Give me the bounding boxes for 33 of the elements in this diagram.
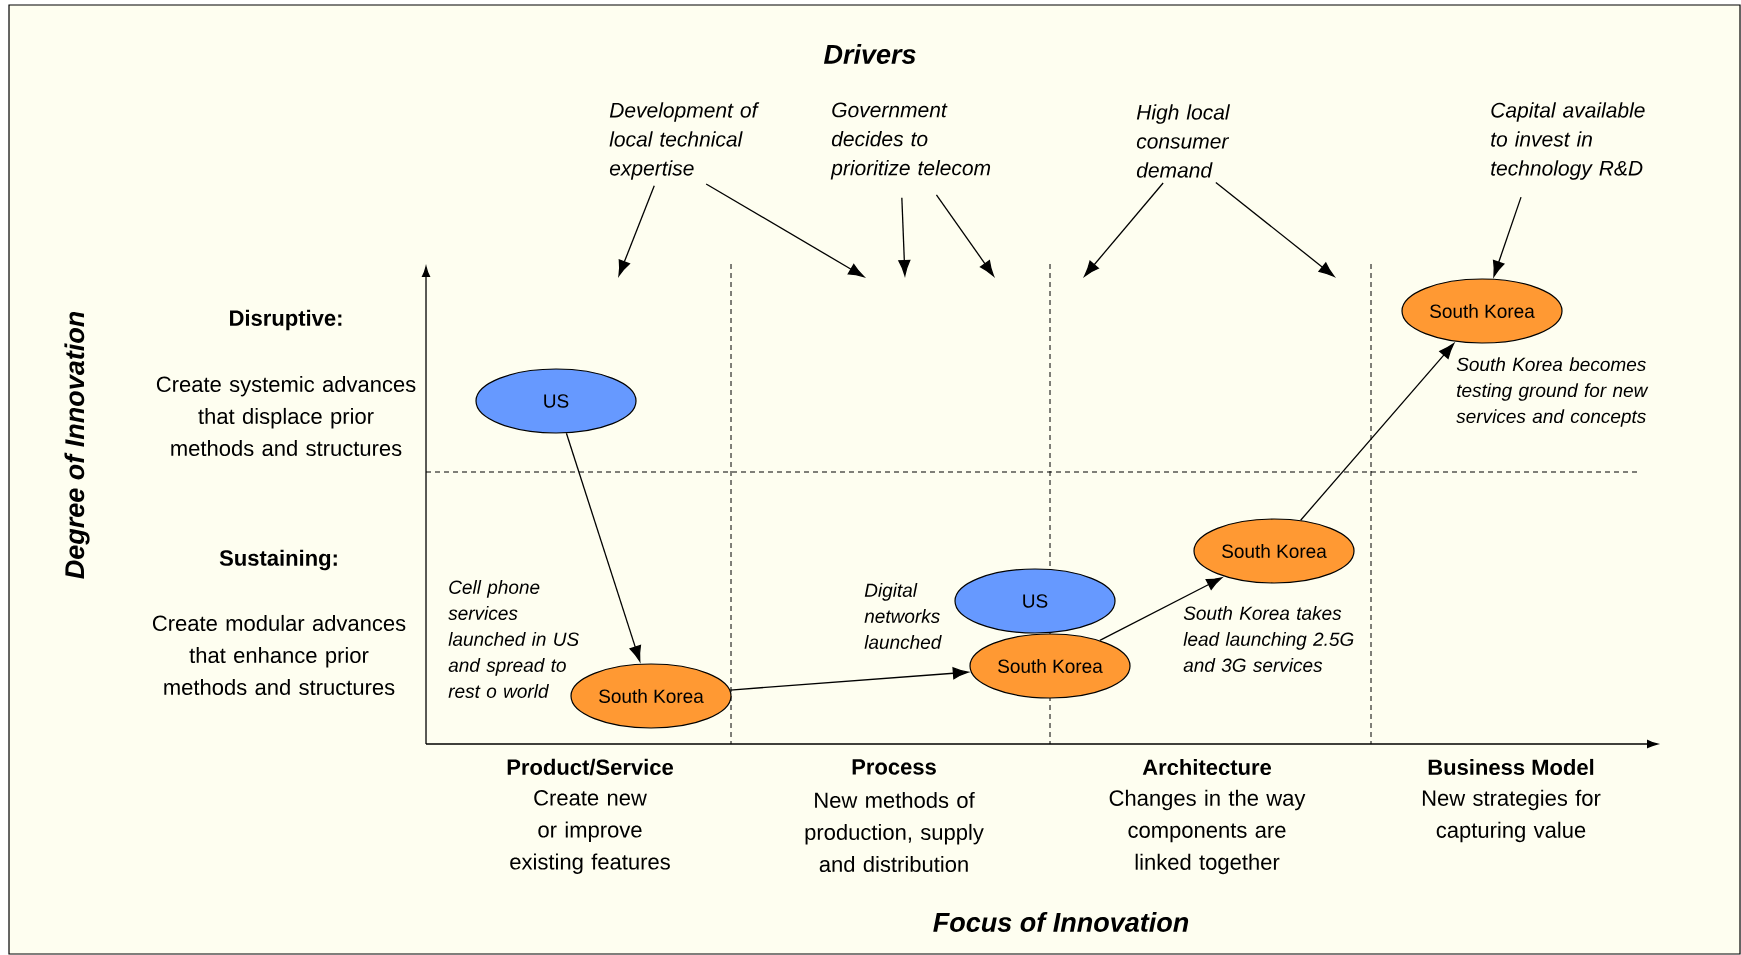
arrow xyxy=(729,667,969,691)
arrow xyxy=(1492,196,1522,277)
driver-note: Capital available to invest in technology R&D xyxy=(1491,102,1645,180)
annotation: South Korea takes lead launching 2.5G and 3G services xyxy=(1183,606,1354,672)
row-description: Create modular advances that enhance prior methods and structures xyxy=(152,614,406,696)
arrow xyxy=(898,197,911,276)
annotation: Digital networks launched xyxy=(864,583,942,649)
arrow xyxy=(1300,343,1455,521)
column-heading: Process xyxy=(852,759,936,775)
column-description: Changes in the way components are linked together xyxy=(1109,789,1306,875)
column-description: New strategies for capturing value xyxy=(1422,789,1601,843)
arrow xyxy=(1215,181,1335,277)
row-heading: Sustaining: xyxy=(219,549,337,571)
annotation: South Korea becomes testing ground for new services and concepts xyxy=(1456,357,1649,427)
section-heading: Drivers xyxy=(823,44,916,64)
driver-note: Development of local technical expertise xyxy=(609,102,760,180)
arrow xyxy=(935,194,995,277)
arrow xyxy=(1099,577,1223,642)
row-heading: Disruptive: xyxy=(230,309,342,331)
arrow xyxy=(618,185,655,277)
arrow xyxy=(565,432,642,662)
driver-note: Government decides to prioritize telecom xyxy=(830,102,991,180)
column-description: Create new or improve existing features xyxy=(510,790,670,874)
axis-title: Focus of Innovation xyxy=(933,912,1189,932)
driver-note: High local consumer demand xyxy=(1136,104,1231,178)
axis-title: Degree of Innovation xyxy=(64,311,90,579)
row-description: Create systemic advances that displace prior methods and structures xyxy=(156,375,416,457)
column-heading: Architecture xyxy=(1142,758,1272,776)
arrow xyxy=(705,183,865,278)
arrow xyxy=(1084,182,1164,277)
column-heading: Product/Service xyxy=(507,758,673,776)
column-description: New methods of production, supply and distribution xyxy=(805,791,984,873)
column-heading: Business Model xyxy=(1428,758,1594,776)
